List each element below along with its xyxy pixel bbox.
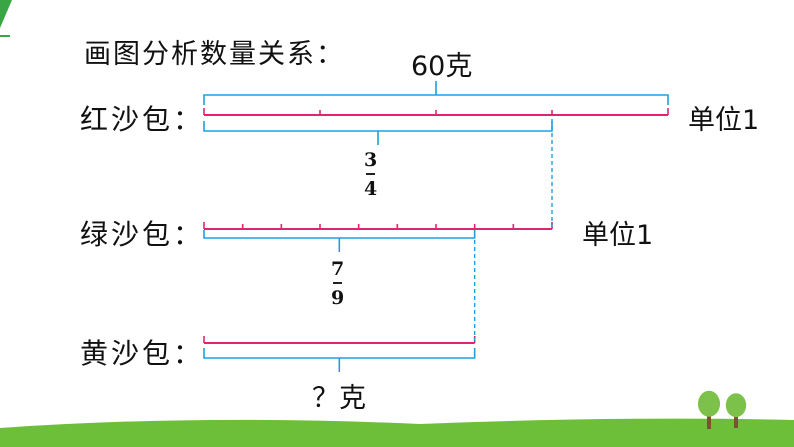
fraction-denominator: 9: [331, 286, 345, 309]
grass-decoration-icon: [0, 418, 794, 447]
fraction-numerator: 3: [364, 149, 378, 171]
red-bag-segment: [203, 108, 669, 116]
fraction-denominator: 4: [364, 177, 378, 200]
trees-decoration-icon: [697, 390, 747, 429]
yellow-bag-segment: [203, 336, 476, 344]
red-bag-label: 红沙包：: [80, 103, 205, 136]
grass-shape: [0, 418, 794, 447]
tree-trunk: [707, 409, 711, 429]
brace-bottom: [203, 348, 476, 359]
green-unit-label: 单位1: [582, 220, 654, 251]
tree-crown: [697, 390, 721, 417]
red-unit-label: 单位1: [688, 105, 760, 136]
fraction-numerator: 7: [331, 258, 345, 280]
unknown-weight-label: ？克: [312, 383, 366, 414]
yellow-bag-label: 黄沙包：: [80, 337, 205, 370]
fraction-three-quarters: 3 4: [364, 150, 377, 199]
total-weight-label: 60克: [411, 51, 473, 82]
brace-top: [203, 94, 669, 105]
green-bag-segment: [203, 222, 553, 230]
fraction-seven-ninths: 7 9: [331, 259, 344, 308]
fraction-bar: [333, 282, 343, 284]
green-bag-label: 绿沙包：: [80, 218, 205, 251]
corner-triangle: [0, 0, 12, 28]
brace-bottom: [203, 121, 553, 132]
brace-bottom: [203, 230, 476, 239]
diagram-heading: 画图分析数量关系：: [84, 39, 345, 70]
tree-trunk: [734, 410, 738, 428]
corner-decoration-icon: [0, 0, 12, 37]
fraction-bar: [366, 173, 376, 175]
tree-crown: [725, 393, 747, 418]
dashed-guides: [473, 119, 553, 341]
